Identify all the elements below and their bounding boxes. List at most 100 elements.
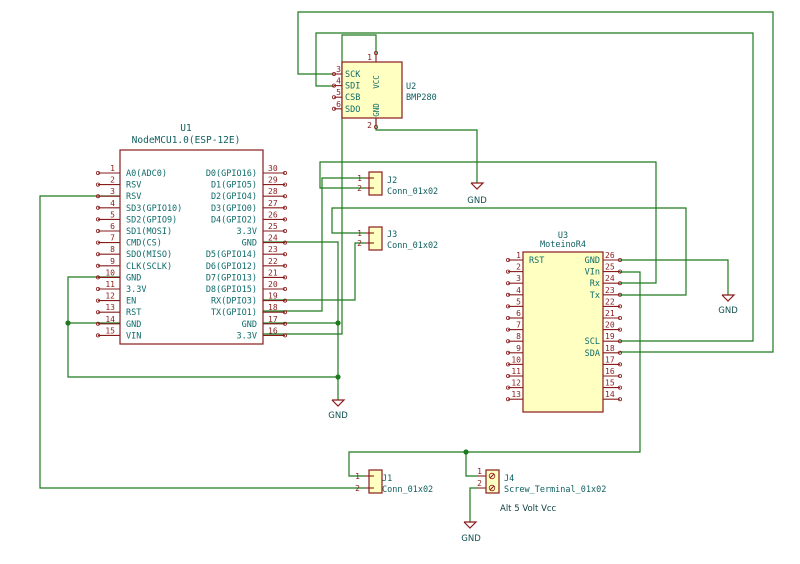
j3-pin1-num: 1: [357, 229, 362, 238]
pin-end: [96, 321, 101, 326]
u3-right-pin-number: 15: [605, 379, 615, 388]
u1-right-pin-label: TX(GPIO1): [211, 308, 257, 318]
pin-end: [618, 362, 623, 367]
j3-connector[interactable]: 1 2 J3 Conn_01x02: [357, 226, 438, 251]
u3-body: [522, 251, 604, 413]
u1-right-pins: 30D0(GPIO16)29D1(GPIO5)28D2(GPIO4)27D3(G…: [206, 164, 287, 341]
u3-value: MoteinoR4: [540, 240, 586, 250]
u1-left-pin-number: 7: [110, 234, 115, 243]
screw-slot: [489, 473, 495, 479]
ground-icon: [470, 182, 485, 190]
u1-left-pin-number: 8: [110, 245, 115, 254]
u1-right-pin-number: 27: [268, 199, 278, 208]
u1-right-pin-number: 19: [268, 292, 278, 301]
pin-end: [96, 263, 101, 268]
pin-end: [96, 205, 101, 210]
pin-end: [282, 205, 287, 210]
u3-left-pin-label: RST: [529, 256, 544, 266]
u1-right-pin-label: D8(GPIO15): [206, 285, 257, 295]
u2-left-pin-number: 5: [336, 88, 341, 97]
u3-right-pin-label: Rx: [590, 279, 600, 289]
j4-screw-terminal[interactable]: 1 2 J4 Screw_Terminal_01x02 Alt 5 Volt V…: [477, 467, 606, 514]
j2-pin2-num: 2: [357, 184, 362, 193]
ground-icon: [721, 294, 736, 302]
junction-dot: [463, 449, 469, 455]
u3-right-pin-number: 26: [605, 251, 615, 260]
u1-left-pin-label: GND: [126, 320, 141, 330]
pin-end: [331, 72, 336, 77]
u1-right-pin-number: 25: [268, 222, 278, 231]
gnd-label: GND: [467, 196, 487, 206]
u1-left-pin-number: 5: [110, 210, 115, 219]
u3-left-pin-number: 8: [516, 332, 521, 341]
j4-value: Screw_Terminal_01x02: [504, 485, 606, 495]
pin-end: [96, 182, 101, 187]
u3-left-pin-number: 4: [516, 286, 521, 295]
u3-left-pin-number: 12: [511, 379, 521, 388]
junctions: [65, 320, 469, 455]
ground-icon: [463, 521, 478, 529]
junction-dot: [65, 320, 71, 326]
j2-pin1-num: 1: [357, 174, 362, 183]
pin-end: [618, 385, 623, 390]
wire-tx: [263, 177, 365, 312]
pin-end: [96, 228, 101, 233]
nodemcu-component[interactable]: U1 NodeMCU1.0(ESP-12E) 1A0(ADC0)2RSV3RSV…: [96, 123, 287, 345]
wire-ground-bus: [67, 276, 339, 400]
u3-left-pin-number: 10: [511, 355, 521, 364]
u1-left-pin-number: 12: [105, 292, 115, 301]
pin-end: [618, 304, 623, 309]
u1-left-pin-label: RSV: [126, 181, 141, 191]
u1-left-pin-label: RST: [126, 308, 141, 318]
u1-right-pin-number: 28: [268, 187, 278, 196]
pin-end: [505, 327, 510, 332]
j3-body: [368, 226, 383, 251]
u1-right-pin-label: D7(GPIO13): [206, 273, 257, 283]
ground-symbol-moteino: GND: [718, 294, 738, 316]
pin-end: [618, 397, 623, 402]
j1-body: [368, 469, 383, 494]
u1-value: NodeMCU1.0(ESP-12E): [132, 135, 241, 146]
pin-end: [618, 269, 623, 274]
wire-j1-pin2: [39, 195, 365, 489]
pin-end: [282, 310, 287, 315]
pin-end: [618, 327, 623, 332]
j1-connector[interactable]: 1 2 J1 Conn_01x02: [355, 469, 433, 495]
gnd-label: GND: [461, 534, 481, 544]
ground-icon: [331, 399, 346, 407]
j1-value: Conn_01x02: [382, 485, 433, 495]
pin-end: [618, 281, 623, 286]
pin-end: [505, 397, 510, 402]
pin-end: [282, 240, 287, 245]
u1-left-pin-number: 6: [110, 222, 115, 231]
pin-end: [96, 194, 101, 199]
u1-right-pin-label: D4(GPIO2): [211, 215, 257, 225]
u1-left-pin-label: GND: [126, 273, 141, 283]
u2-gnd-num: 2: [367, 121, 372, 130]
u3-left-pin-number: 7: [516, 321, 521, 330]
j2-connector[interactable]: 1 2 J2 Conn_01x02: [357, 171, 438, 197]
wire-vin-bus: [348, 271, 641, 477]
pin-end: [96, 286, 101, 291]
pin-end: [373, 125, 378, 130]
u1-right-pin-number: 18: [268, 303, 278, 312]
u2-ref: U2: [406, 82, 416, 92]
u3-right-pin-number: 24: [605, 274, 615, 283]
u3-left-pin-number: 6: [516, 309, 521, 318]
u3-right-pin-number: 18: [605, 344, 615, 353]
u1-right-pin-label: RX(DPIO3): [211, 297, 257, 307]
pin-end: [505, 304, 510, 309]
u3-left-pin-number: 1: [516, 251, 521, 260]
j2-body: [368, 171, 383, 196]
u3-right-pins: 26GND25VIn24Rx23Tx22212019SCL18SDA171615…: [585, 251, 623, 402]
screw-icon: [488, 484, 496, 492]
u1-left-pin-number: 1: [110, 164, 115, 173]
j4-ref: J4: [504, 474, 514, 484]
j4-pin1-num: 1: [477, 467, 482, 476]
wire-j3-tx: [331, 207, 687, 296]
